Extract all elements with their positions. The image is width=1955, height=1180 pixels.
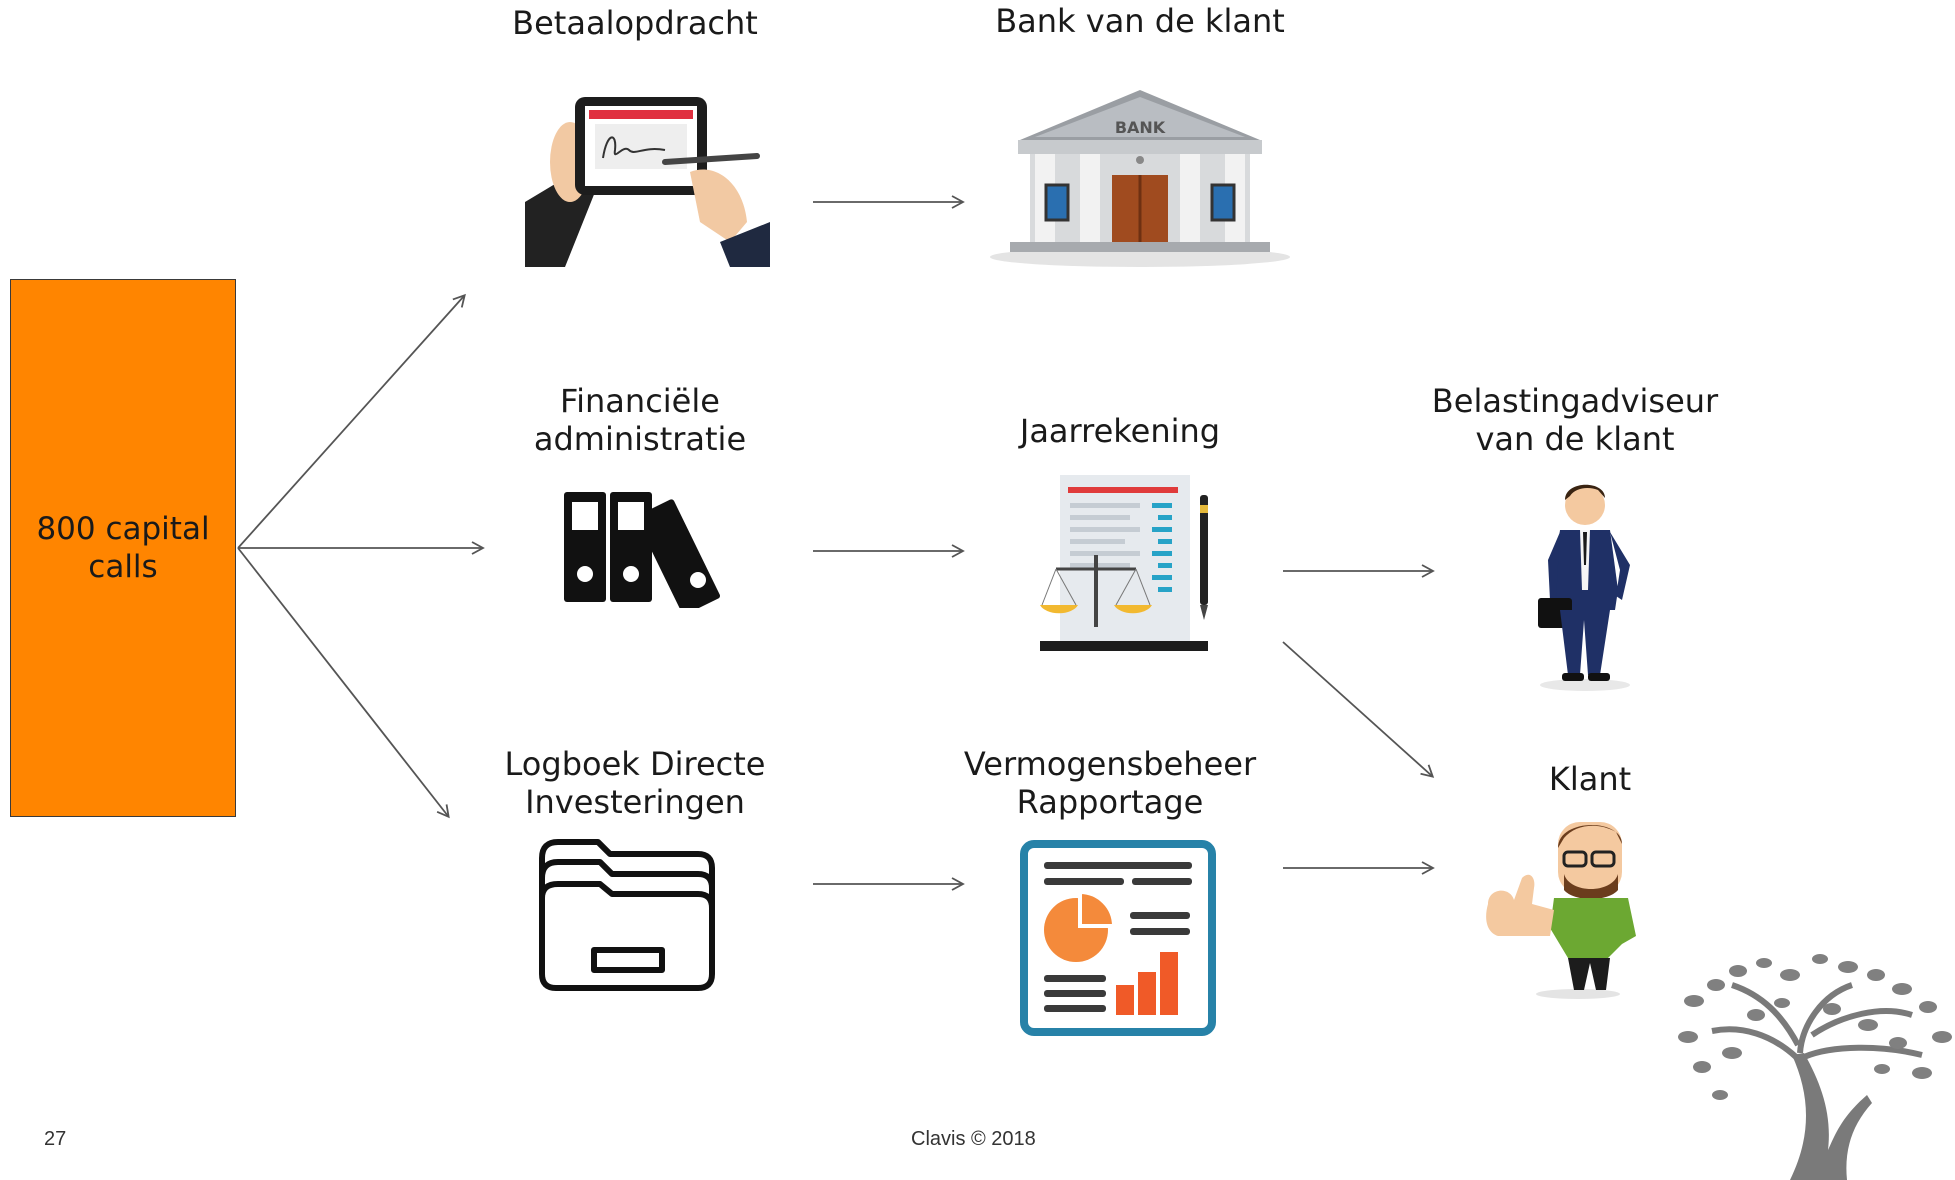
bank-sign: BANK — [1115, 118, 1166, 137]
label-betaalopdracht: Betaalopdracht — [512, 4, 758, 42]
label-vermogensbeheer: Vermogensbeheer Rapportage — [963, 745, 1257, 821]
arrow-source-to-logboek — [237, 547, 450, 819]
tree-logo-icon — [1678, 954, 1952, 1180]
arrow-jaarrekening-to-klant — [1282, 641, 1435, 778]
label-logboek: Logboek Directe Investeringen — [504, 745, 766, 821]
copyright: Clavis © 2018 — [911, 1128, 1036, 1150]
tablet-signature-icon — [525, 97, 770, 267]
label-klant: Klant — [1548, 760, 1632, 798]
folder-archive-icon — [539, 839, 715, 991]
binders-icon — [564, 492, 720, 608]
bank-building-icon: BANK — [990, 90, 1290, 267]
page-number: 27 — [44, 1128, 67, 1150]
label-bank: Bank van de klant — [995, 2, 1285, 40]
dashboard-report-icon — [1020, 840, 1216, 1036]
capital-calls-label: 800 capital calls — [36, 511, 210, 585]
businessman-icon — [1538, 484, 1630, 691]
capital-calls-box: 800 capital calls — [10, 279, 236, 817]
arrow-source-to-betaalopdracht — [237, 293, 466, 549]
label-belastingadviseur: Belastingadviseur van de klant — [1431, 382, 1719, 458]
financial-report-icon — [1040, 475, 1208, 651]
label-jaarrekening: Jaarrekening — [1019, 412, 1221, 450]
label-financiele-administratie: Financiële administratie — [533, 382, 747, 458]
thumbs-up-person-icon — [1486, 822, 1636, 999]
